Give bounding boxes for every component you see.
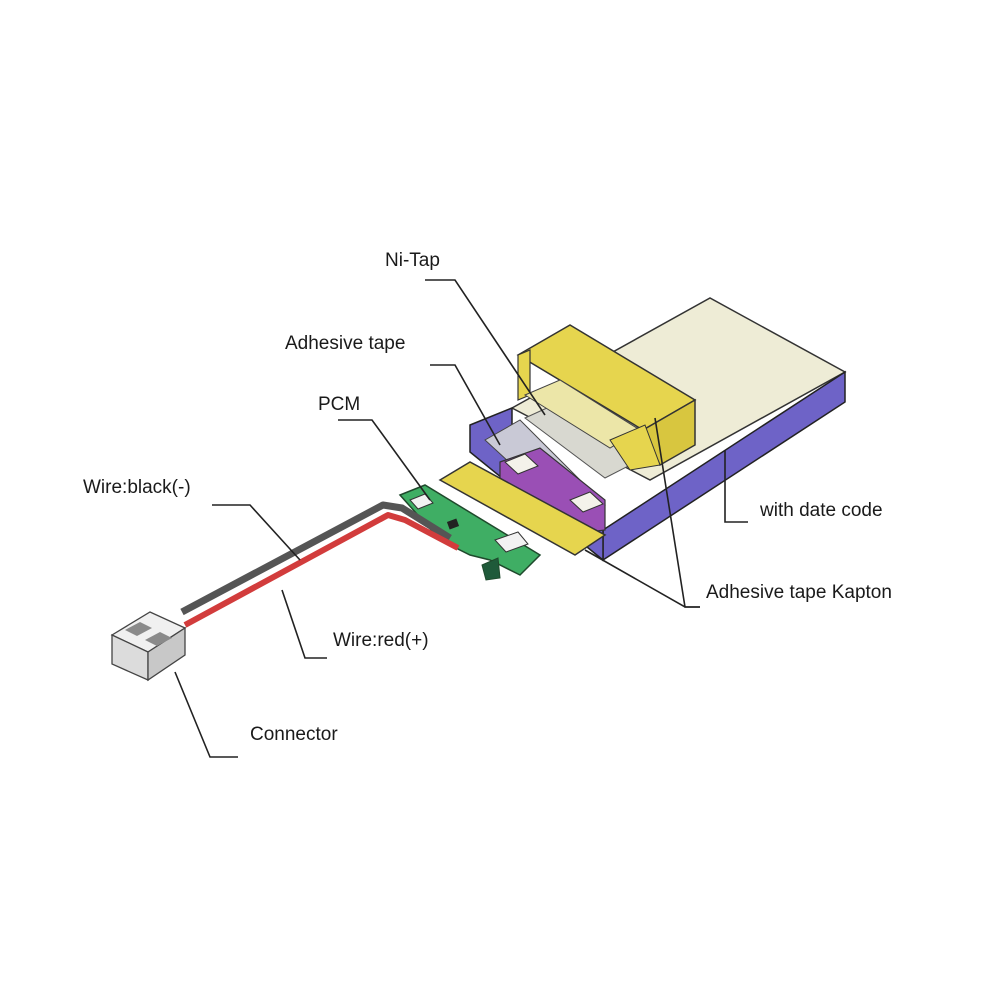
pcm-chip (446, 518, 460, 530)
connector-slot-2 (145, 632, 172, 646)
pcm-component-2 (494, 531, 529, 553)
ni-tap-left (517, 349, 531, 401)
pcm-board (398, 484, 542, 581)
wire-black (180, 501, 452, 616)
leader-date-code (724, 450, 748, 523)
leader-wire-black (212, 504, 301, 561)
connector-part (110, 611, 187, 682)
leader-lines (174, 279, 748, 758)
label-kapton: Adhesive tape Kapton (706, 582, 892, 603)
terminal-block-left (504, 453, 539, 475)
leader-ni-tap (425, 279, 546, 416)
leader-adhesive-tape (430, 364, 501, 446)
leader-connector (174, 671, 238, 758)
leader-pcm (338, 419, 431, 501)
label-date-code: with date code (760, 500, 883, 521)
label-connector: Connector (250, 724, 338, 745)
label-ni-tap: Ni-Tap (385, 250, 440, 271)
ni-tap-tab (609, 424, 661, 471)
connector-side (147, 626, 186, 682)
connector-slot-1 (125, 622, 152, 636)
label-pcm: PCM (318, 394, 361, 415)
pcm-component-1 (409, 493, 434, 510)
label-adhesive-tape: Adhesive tape (285, 333, 406, 354)
label-wire-red: Wire:red(+) (333, 630, 429, 651)
leader-kapton-2 (584, 549, 700, 608)
label-wire-black: Wire:black(-) (83, 477, 191, 498)
ni-tap (516, 324, 697, 471)
leader-wire-red (281, 589, 327, 659)
terminal-block-right (569, 491, 604, 513)
wire-red (183, 512, 460, 628)
wires (180, 501, 460, 628)
pcm-tab (481, 557, 501, 581)
kapton-tape (438, 461, 607, 556)
